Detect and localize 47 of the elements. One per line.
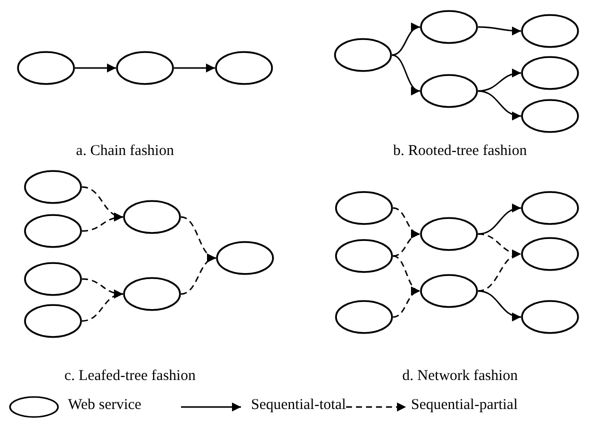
arrow — [392, 24, 420, 56]
panel-caption: a. Chain fashion — [76, 143, 174, 160]
arrow — [82, 290, 124, 322]
service-ellipse — [216, 241, 274, 275]
service-ellipse — [420, 10, 478, 44]
panel-caption: b. Rooted-tree fashion — [393, 143, 527, 160]
service-ellipse — [24, 214, 82, 248]
service-ellipse — [335, 239, 393, 273]
service-ellipse — [521, 237, 579, 271]
arrow — [478, 26, 522, 36]
arrow — [392, 288, 420, 318]
arrow — [478, 204, 522, 235]
service-ellipse — [521, 14, 579, 48]
panel-caption: d. Network fashion — [402, 368, 518, 385]
service-ellipse — [521, 191, 579, 225]
arrow — [75, 64, 116, 72]
legend-text: Sequential-partial — [411, 397, 518, 414]
arrow — [478, 69, 522, 92]
service-ellipse — [334, 38, 392, 72]
service-ellipse — [420, 274, 478, 308]
service-ellipse — [24, 304, 82, 338]
service-ellipse — [24, 170, 82, 204]
arrow — [478, 290, 522, 321]
service-ellipse — [521, 99, 579, 133]
service-ellipse — [215, 51, 273, 85]
service-ellipse — [116, 51, 174, 85]
service-ellipse — [335, 191, 393, 225]
service-ellipse — [420, 217, 478, 251]
arrow — [478, 90, 522, 120]
service-ellipse — [521, 300, 579, 334]
service-ellipse — [17, 51, 75, 85]
panel-caption: c. Leafed-tree fashion — [64, 368, 196, 385]
service-ellipse — [521, 56, 579, 90]
arrow — [82, 213, 124, 232]
arrow — [180, 255, 216, 295]
legend-text: Sequential-total — [251, 397, 346, 414]
service-ellipse — [123, 200, 181, 234]
arrow — [478, 250, 522, 292]
arrow — [392, 230, 420, 257]
arrow — [174, 64, 215, 72]
legend-text: Web service — [68, 397, 142, 414]
service-ellipse — [420, 74, 478, 108]
service-ellipse — [335, 300, 393, 334]
service-ellipse — [123, 277, 181, 311]
arrow — [392, 54, 420, 94]
service-ellipse — [24, 262, 82, 296]
arrow — [392, 255, 420, 294]
